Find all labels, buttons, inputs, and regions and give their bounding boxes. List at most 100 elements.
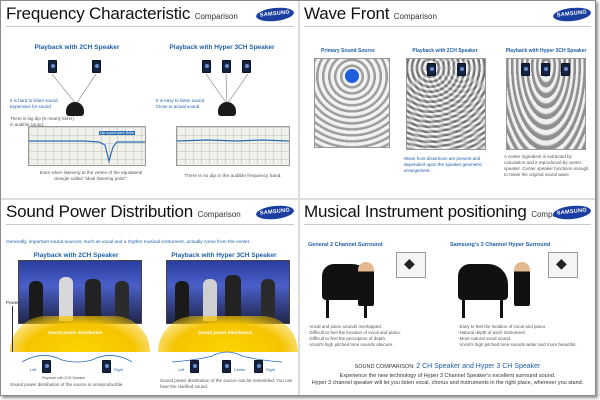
column-caption: Sound power distribution of the source c… [160, 378, 293, 389]
right-speaker-icon [254, 360, 263, 373]
column-caption: Sound power distribution of the source i… [10, 382, 124, 387]
band-photo-2ch [18, 260, 142, 324]
dip-label: Dip sound wave Bella [99, 131, 135, 135]
performer-silhouette [59, 277, 73, 321]
bullet: ·Natural depth of each instrument. [458, 329, 527, 335]
frequency-curve-3ch [177, 139, 289, 142]
left-speaker-icon [202, 60, 211, 73]
footer-title-text: 2 CH Speaker and Hyper 3 CH Speaker [416, 363, 541, 370]
panel-title-text: Sound Power Distribution [6, 202, 194, 221]
band-label: Sound power distribution [48, 330, 103, 335]
column-heading: Playback with 2CH Speaker [33, 252, 119, 259]
left-speaker-icon [42, 360, 51, 373]
column-caption: There is no dip in the audible frequency… [184, 174, 282, 179]
piano-leg [326, 298, 329, 318]
column-heading: Playback with 2CH Speaker [34, 44, 120, 51]
footer-body: Experience the new technology of Hyper 3… [300, 373, 595, 388]
left-speaker-icon [521, 63, 530, 76]
sound-source-dot-icon [345, 69, 359, 83]
left-bullets: ·Vocal and piano sounds overlapped. ·Dif… [308, 324, 438, 347]
frequency-response-graph-3ch [176, 126, 290, 166]
wave-2ch-caption: Wave front distortions are present and d… [404, 156, 483, 173]
piano-leg [364, 298, 367, 318]
speaker-center-label: Center [234, 368, 246, 372]
center-speaker-icon [541, 63, 550, 76]
column-heading: General 2 Channel Surround [308, 242, 383, 248]
dip-note: There is big dip (5~nearly 5kHz) in audi… [10, 116, 74, 127]
bullet: ·Difficult to feel the perception of dep… [308, 335, 387, 341]
footer-title: SOUND COMPARISON: 2 CH Speaker and Hyper… [300, 363, 595, 370]
right-speaker-icon [457, 63, 466, 76]
band-photo-3ch [166, 260, 290, 324]
wave-2ch-image [406, 58, 486, 150]
frequency-response-graph-2ch: Dip sound wave Bella [28, 126, 146, 166]
right-speaker-icon [102, 360, 111, 373]
left-speaker-icon [190, 360, 199, 373]
wave-front-panel: Wave Front Comparison SAMSUNG Primary So… [300, 2, 595, 198]
position-inset-icon [548, 252, 578, 278]
listener-head-icon [66, 102, 84, 116]
samsung-logo: SAMSUNG [552, 6, 592, 23]
power-axis [12, 306, 13, 352]
right-speaker-icon [92, 60, 101, 73]
right-bullets: ·Easy to feel the location of vocal and … [458, 324, 592, 347]
musical-instrument-positioning-panel: Musical Instrument positioning Compariso… [300, 200, 595, 395]
grand-piano-image [458, 264, 508, 300]
frequency-characteristic-panel: Frequency Characteristic Comparison SAMS… [2, 2, 298, 198]
sound-power-distribution-panel: Sound Power Distribution Comparison SAMS… [2, 200, 298, 395]
bullet: ·Vocal and piano sounds overlapped. [308, 324, 383, 329]
column-heading: Playback with Hyper 3CH Speaker [171, 252, 277, 259]
frequency-2ch-column: Playback with 2CH Speaker It is hard to … [6, 30, 148, 195]
wave-2ch-heading: Playback with 2CH Speaker [412, 48, 478, 54]
speaker-left-label: Left [30, 368, 37, 372]
samsung-logo: SAMSUNG [255, 6, 295, 23]
bullet: ·Difficult to feel the location of vocal… [308, 329, 401, 335]
panel-subtitle: Comparison [393, 12, 437, 21]
bullet: ·Vocal's high pitched tone sounds obscur… [308, 341, 394, 347]
wave-3ch-image [506, 58, 586, 150]
right-speaker-icon [242, 60, 251, 73]
listener-head-icon [218, 102, 236, 116]
note-line: It is hard to listen sound. [10, 98, 59, 103]
title-separator [304, 26, 591, 27]
panel-title: Frequency Characteristic Comparison [6, 4, 238, 24]
note-line: It is easy to listen sound. [156, 98, 206, 103]
footer-line: Hyper 3 channel speaker will let you lis… [311, 380, 584, 387]
performer-silhouette [203, 279, 217, 321]
speaker-right-label: Right [266, 368, 275, 372]
horizontal-divider [1, 198, 595, 200]
band-label: Sound power distribution [198, 330, 253, 335]
panel-title: Musical Instrument positioning Compariso… [304, 202, 574, 222]
column-caption: Even when listening at the vertex of the… [39, 170, 143, 181]
bullet: ·More natural vocal sound. [458, 335, 512, 341]
speaker-right-label: Right [114, 368, 123, 372]
panel-title-text: Frequency Characteristic [6, 4, 191, 23]
power-distribution-band-3ch [158, 316, 298, 352]
performer-silhouette [225, 275, 241, 321]
samsung-logo: SAMSUNG [255, 204, 295, 221]
frequency-curve-2ch [29, 140, 145, 164]
footer-prefix: SOUND COMPARISON: [354, 364, 417, 370]
panel-title: Wave Front Comparison [304, 4, 437, 24]
hard-to-listen-note: It is hard to listen sound. Expensive fo… [10, 98, 60, 110]
wave-3ch-heading: Playback with Hyper 3CH Speaker [505, 48, 587, 54]
left-speaker-icon [427, 63, 436, 76]
primary-source-wave-image [314, 58, 390, 148]
panel-title-text: Musical Instrument positioning [304, 202, 527, 221]
column-heading: Samsung's 3 Channel Hyper Surround [450, 242, 551, 248]
singer-image [514, 262, 530, 306]
piano-leg [500, 298, 503, 318]
wave-3ch-caption: A center ingredient is extracted by calc… [504, 154, 589, 177]
title-separator [304, 224, 591, 225]
speakers-caption: Playback with 2CH Speaker [42, 376, 86, 380]
position-inset-icon [396, 252, 426, 278]
title-separator [6, 26, 294, 27]
panel-subtitle: Comparison [194, 12, 238, 21]
distribution-curve-3ch [172, 351, 282, 363]
panel-title: Sound Power Distribution Comparison [6, 202, 241, 222]
right-speaker-icon [561, 63, 570, 76]
intro-text: Generally, important sound sources, such… [6, 240, 251, 245]
center-speaker-icon [222, 360, 231, 373]
singer-image [358, 262, 374, 306]
